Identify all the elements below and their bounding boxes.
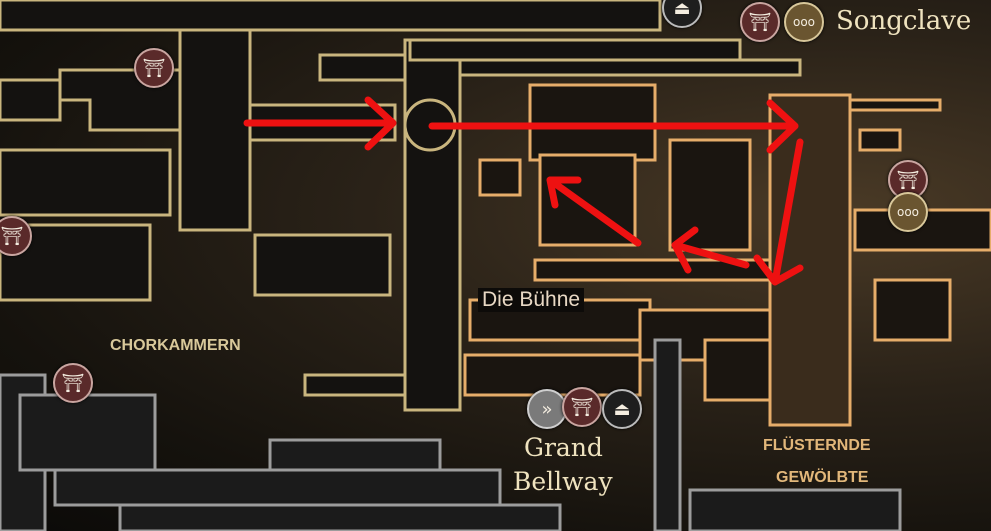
bellway-station-icon[interactable]: ⏏ [662,0,702,28]
route-arrows [243,96,804,286]
bell-shrine-icon[interactable]: ooo [784,2,824,42]
area-label-grand: Grand [524,433,603,462]
right-rooms [463,83,991,427]
area-label-bellway: Bellway [513,467,613,496]
bench-icon[interactable]: ⛩ [53,363,93,403]
bench-icon[interactable]: ⛩ [134,48,174,88]
grey-rooms [0,338,902,531]
bench-icon[interactable]: ⛩ [740,2,780,42]
bellway-station-icon[interactable]: ⏏ [602,389,642,429]
area-label-chorkammern: CHORKAMMERN [110,337,241,354]
bench-icon[interactable]: ⛩ [0,216,32,256]
area-label-gewolbte: GEWÖLBTE [776,469,869,486]
area-label-flusternde: FLÜSTERNDE [763,437,871,454]
area-label-die-buhne: Die Bühne [478,288,585,312]
bench-icon[interactable]: ⛩ [562,387,602,427]
area-label-songclave: Songclave [836,6,972,36]
bell-shrine-icon[interactable]: ooo [888,192,928,232]
fast-travel-icon[interactable]: » [527,389,567,429]
left-rooms [0,0,802,412]
